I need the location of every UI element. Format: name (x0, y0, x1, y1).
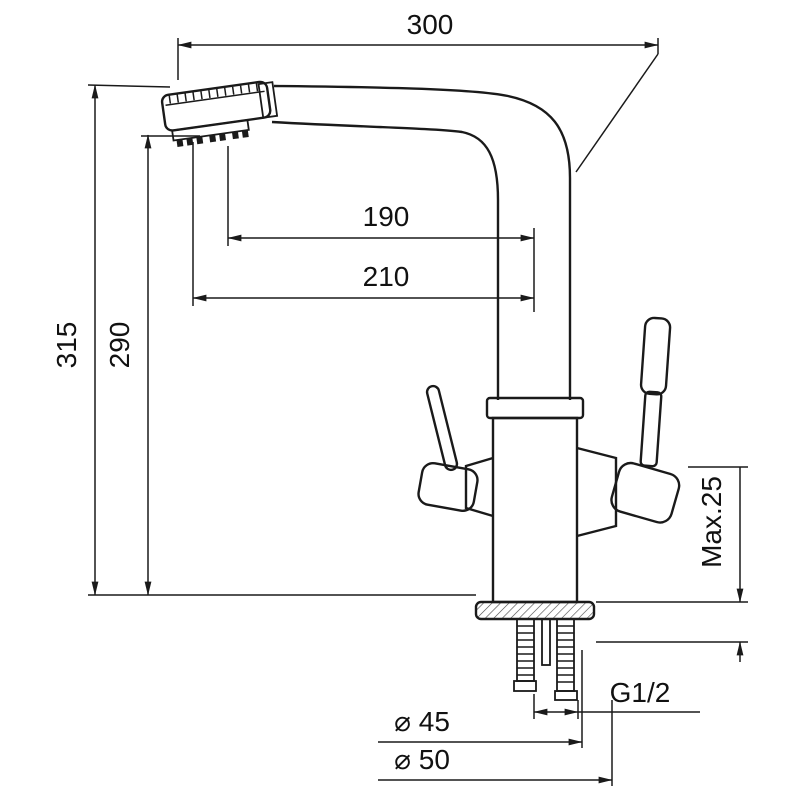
dim-300: 300 (177, 9, 659, 173)
spout-head-collar (257, 81, 279, 119)
dim-label-dia50: ⌀ 50 (394, 744, 450, 775)
dim-dia45: ⌀ 45 (378, 650, 583, 748)
base-plate (474, 600, 596, 621)
aerator-teeth (176, 130, 249, 147)
spout-head-ribs (168, 83, 259, 104)
dim-label-210: 210 (363, 261, 410, 292)
spout-tube-bottom-edge (271, 120, 500, 400)
left-lever (425, 384, 459, 472)
dim-label-max25: Max.25 (696, 476, 727, 568)
hose-right-connector (554, 690, 578, 701)
hose-right-ribs (557, 625, 574, 683)
dim-g12: G1/2 (533, 677, 700, 719)
dim-label-315: 315 (51, 322, 82, 369)
mounting-stud (541, 618, 551, 666)
dim-210: 210 (192, 142, 535, 312)
hose-left (516, 618, 535, 682)
spout-tube-top-edge (273, 84, 572, 400)
dim-label-dia45: ⌀ 45 (394, 706, 450, 737)
supply-hoses (513, 618, 578, 701)
hose-left-connector (513, 680, 537, 692)
dim-max25: Max.25 (596, 466, 748, 662)
dim-315: 315 (51, 84, 476, 596)
spout-head (160, 80, 279, 147)
right-handle (610, 461, 681, 524)
hose-left-ribs (517, 625, 534, 676)
dim-label-300: 300 (407, 9, 454, 40)
left-boss (464, 456, 494, 518)
right-boss (576, 446, 618, 538)
dim-190: 190 (227, 146, 535, 246)
dim-290: 290 (104, 134, 200, 596)
faucet-body (491, 416, 579, 604)
right-lever (639, 316, 672, 468)
faucet-outline (160, 80, 681, 701)
dim-label-190: 190 (363, 201, 410, 232)
dim-label-g12: G1/2 (610, 677, 671, 708)
hose-right (556, 618, 575, 692)
body-collar (485, 396, 585, 420)
dim-label-290: 290 (104, 322, 135, 369)
left-handle (417, 461, 479, 513)
dim-dia50: ⌀ 50 (378, 700, 613, 786)
